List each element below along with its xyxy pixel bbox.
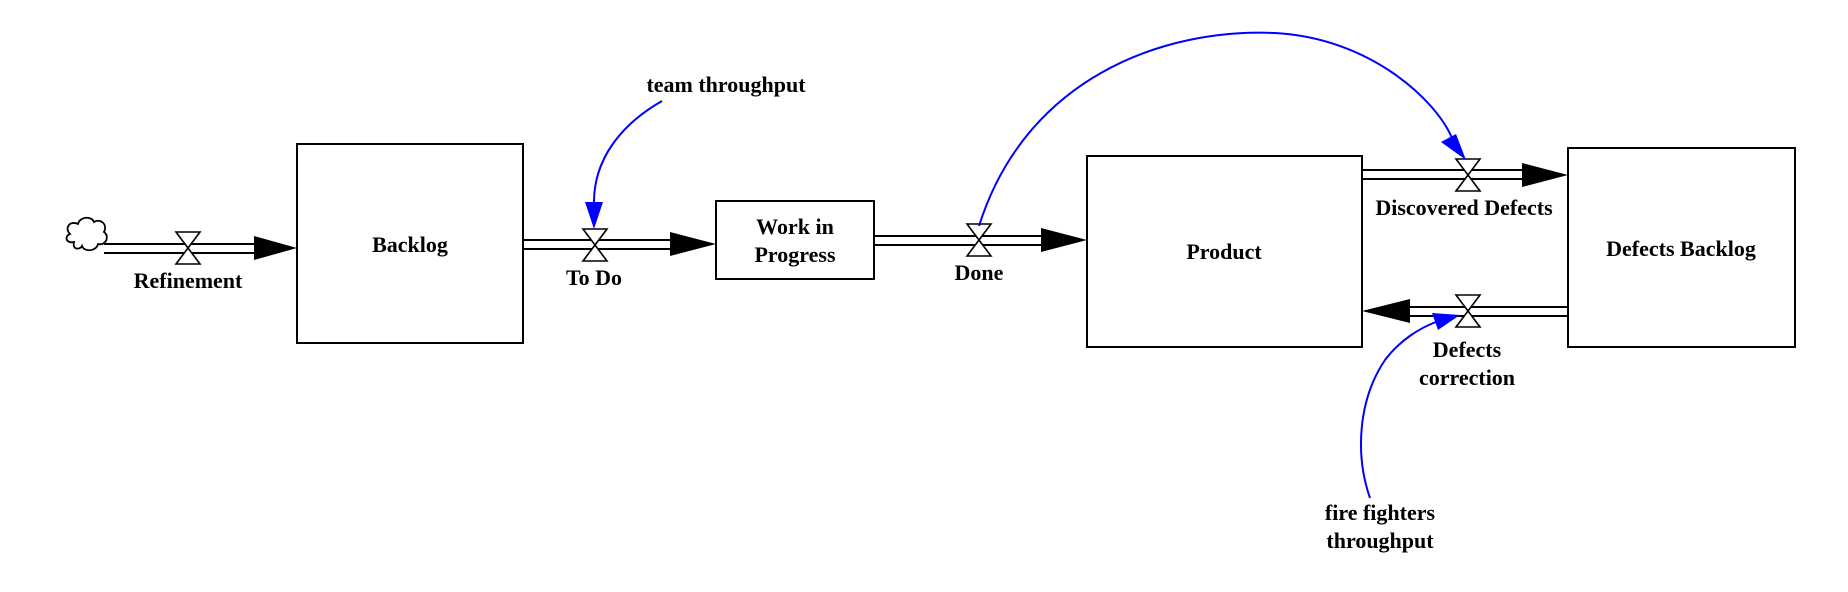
flow-arrowhead <box>1362 299 1410 323</box>
valve-icon[interactable] <box>1454 158 1482 192</box>
stock-work-in-progress[interactable] <box>715 200 875 280</box>
flow-arrowhead <box>254 236 297 260</box>
flow-label-discovered-defects: Discovered Defects <box>1375 195 1553 220</box>
flow-done[interactable] <box>874 223 1087 257</box>
stock-label-wip-line2: Progress <box>754 242 835 267</box>
stock-label-product: Product <box>1186 239 1262 264</box>
flow-refinement[interactable] <box>104 231 297 265</box>
stock-defects-backlog[interactable] <box>1567 147 1796 348</box>
flow-label-refinement: Refinement <box>134 268 243 293</box>
stock-backlog[interactable] <box>296 143 524 344</box>
flow-label-to-do: To Do <box>566 265 622 290</box>
valve-icon[interactable] <box>174 231 202 265</box>
flow-label-defects-correction-line2: correction <box>1419 365 1515 390</box>
flow-label-done: Done <box>955 260 1004 285</box>
flow-defects-correction[interactable] <box>1362 294 1568 328</box>
flow-arrowhead <box>670 232 716 256</box>
flow-arrowhead <box>1041 228 1087 252</box>
valve-icon[interactable] <box>965 223 993 257</box>
link-arrowhead <box>1441 134 1466 160</box>
link-done-to-discovered-defects[interactable] <box>978 31 1466 227</box>
stock-label-defects-backlog: Defects Backlog <box>1606 236 1756 261</box>
aux-label-fire-fighters-line1: fire fighters <box>1325 500 1436 525</box>
aux-label-fire-fighters-line2: throughput <box>1326 528 1434 553</box>
link-fire-fighters-to-defects-correction[interactable] <box>1360 313 1460 499</box>
stock-label-backlog: Backlog <box>372 232 448 257</box>
valve-icon[interactable] <box>1454 294 1482 328</box>
link-team-throughput-to-to-do[interactable] <box>585 100 663 229</box>
flow-label-defects-correction-line1: Defects <box>1433 337 1502 362</box>
link-arrowhead <box>1432 313 1460 330</box>
flow-discovered-defects[interactable] <box>1362 158 1568 192</box>
valve-icon[interactable] <box>581 228 609 262</box>
flow-to-do[interactable] <box>523 228 716 262</box>
stock-label-wip-line1: Work in <box>756 214 834 239</box>
stock-product[interactable] <box>1086 155 1363 348</box>
link-arrowhead <box>585 202 603 229</box>
source-cloud-icon <box>65 216 108 252</box>
aux-label-team-throughput: team throughput <box>646 72 806 97</box>
flow-arrowhead <box>1522 163 1568 187</box>
